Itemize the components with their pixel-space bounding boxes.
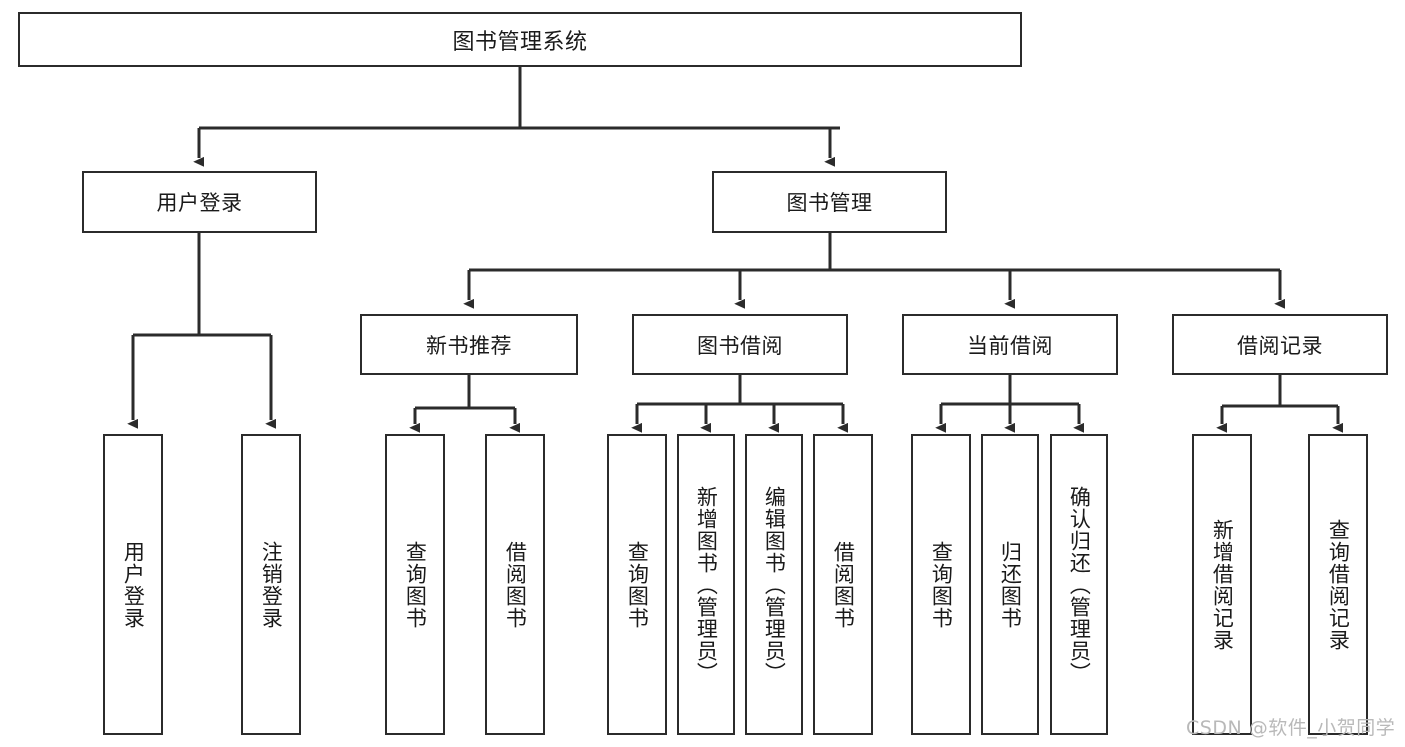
node-leaf-query-book-1-label: 查询图书: [403, 540, 428, 629]
node-leaf-confirm-return-label: 确认归还（管理员）: [1067, 485, 1092, 684]
node-leaf-user-login[interactable]: 用户登录: [103, 434, 163, 735]
node-borrow-record[interactable]: 借阅记录: [1172, 314, 1388, 375]
node-leaf-edit-book-label: 编辑图书（管理员）: [762, 485, 787, 684]
node-leaf-query-book-2-label: 查询图书: [625, 540, 650, 629]
node-new-book-recommend[interactable]: 新书推荐: [360, 314, 578, 375]
node-leaf-query-record-label: 查询借阅记录: [1326, 518, 1351, 651]
node-new-book-recommend-label: 新书推荐: [426, 333, 512, 358]
node-leaf-add-book-label: 新增图书（管理员）: [694, 485, 719, 684]
node-root-system[interactable]: 图书管理系统: [18, 12, 1022, 67]
node-leaf-query-book-3-label: 查询图书: [929, 540, 954, 629]
node-leaf-borrow-book-2-label: 借阅图书: [831, 540, 856, 629]
node-leaf-add-record-label: 新增借阅记录: [1210, 518, 1235, 651]
node-borrow-record-label: 借阅记录: [1237, 333, 1323, 358]
node-user-login[interactable]: 用户登录: [82, 171, 317, 233]
node-leaf-user-login-label: 用户登录: [121, 540, 146, 629]
node-book-borrow[interactable]: 图书借阅: [632, 314, 848, 375]
node-leaf-add-record[interactable]: 新增借阅记录: [1192, 434, 1252, 735]
node-leaf-return-book[interactable]: 归还图书: [981, 434, 1039, 735]
node-leaf-logout-login[interactable]: 注销登录: [241, 434, 301, 735]
node-leaf-logout-login-label: 注销登录: [259, 540, 284, 629]
node-book-management[interactable]: 图书管理: [712, 171, 947, 233]
node-book-borrow-label: 图书借阅: [697, 333, 783, 358]
node-leaf-add-book[interactable]: 新增图书（管理员）: [677, 434, 735, 735]
node-leaf-borrow-book-2[interactable]: 借阅图书: [813, 434, 873, 735]
node-leaf-query-book-3[interactable]: 查询图书: [911, 434, 971, 735]
node-leaf-query-book-2[interactable]: 查询图书: [607, 434, 667, 735]
node-leaf-query-record[interactable]: 查询借阅记录: [1308, 434, 1368, 735]
node-leaf-query-book-1[interactable]: 查询图书: [385, 434, 445, 735]
node-current-borrow-label: 当前借阅: [967, 333, 1053, 358]
node-user-login-label: 用户登录: [156, 191, 243, 215]
node-leaf-confirm-return[interactable]: 确认归还（管理员）: [1050, 434, 1108, 735]
node-root-label: 图书管理系统: [452, 29, 588, 55]
node-leaf-return-book-label: 归还图书: [998, 540, 1023, 629]
node-current-borrow[interactable]: 当前借阅: [902, 314, 1118, 375]
node-leaf-borrow-book-1-label: 借阅图书: [503, 540, 528, 629]
node-book-management-label: 图书管理: [786, 191, 873, 215]
csdn-watermark: CSDN @软件_小贺同学: [1186, 717, 1396, 739]
node-leaf-borrow-book-1[interactable]: 借阅图书: [485, 434, 545, 735]
node-leaf-edit-book[interactable]: 编辑图书（管理员）: [745, 434, 803, 735]
